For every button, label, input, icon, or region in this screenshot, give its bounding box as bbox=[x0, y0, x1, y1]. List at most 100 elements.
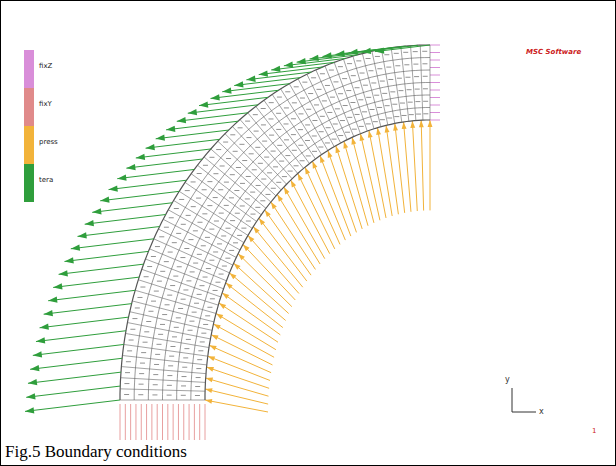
mesh-marker bbox=[197, 173, 202, 174]
mesh-marker bbox=[375, 56, 380, 57]
fix-y-line bbox=[189, 404, 190, 440]
fix-y-line bbox=[194, 404, 195, 440]
mesh-marker bbox=[333, 123, 338, 124]
pressure-arrow-head bbox=[277, 194, 283, 201]
mesh-marker bbox=[306, 155, 311, 156]
mesh-marker bbox=[202, 189, 207, 190]
mesh-marker bbox=[222, 266, 227, 267]
fix-y-line bbox=[125, 404, 126, 440]
mesh-line bbox=[177, 95, 430, 400]
mesh-line bbox=[121, 367, 206, 374]
mesh-line bbox=[289, 84, 328, 151]
mesh-marker bbox=[230, 134, 235, 135]
mesh-marker bbox=[388, 79, 393, 80]
mesh-marker bbox=[230, 174, 235, 175]
mesh-marker bbox=[210, 298, 215, 299]
pressure-arrow-head bbox=[305, 167, 310, 174]
mesh-marker bbox=[236, 167, 241, 168]
traction-arrow-head bbox=[92, 208, 101, 214]
mesh-marker bbox=[242, 160, 247, 161]
mesh-marker bbox=[338, 93, 343, 94]
mesh-marker bbox=[167, 395, 172, 396]
pressure-arrow-head bbox=[206, 378, 213, 383]
pressure-arrow-head bbox=[213, 324, 220, 330]
traction-arrow-head bbox=[33, 351, 42, 357]
pressure-arrow-head bbox=[219, 303, 226, 309]
mesh-marker bbox=[368, 70, 373, 71]
pressure-arrow-head bbox=[253, 227, 259, 234]
mesh-marker bbox=[132, 318, 137, 319]
fix-y-line bbox=[162, 404, 163, 440]
mesh-marker bbox=[285, 91, 290, 92]
pressure-arrow-head bbox=[230, 273, 237, 279]
mesh-marker bbox=[312, 120, 317, 121]
mesh-marker bbox=[400, 103, 405, 104]
mesh-line bbox=[168, 210, 240, 250]
mesh-line bbox=[134, 58, 430, 401]
traction-arrow-head bbox=[188, 109, 197, 115]
mesh-marker bbox=[246, 176, 251, 177]
mesh-marker bbox=[374, 95, 379, 96]
mesh-marker bbox=[370, 109, 375, 110]
mesh-marker bbox=[170, 346, 175, 347]
pressure-arrow-head bbox=[393, 123, 398, 130]
mesh-marker bbox=[135, 307, 140, 308]
fix-z-line bbox=[430, 75, 440, 76]
mesh-line bbox=[204, 157, 266, 208]
mesh-marker bbox=[181, 299, 186, 300]
mesh-marker bbox=[395, 65, 400, 66]
mesh-marker bbox=[174, 327, 179, 328]
mesh-marker bbox=[129, 340, 134, 341]
mesh-marker bbox=[291, 134, 296, 135]
axis-triad bbox=[512, 388, 536, 412]
traction-arrow-head bbox=[117, 174, 126, 180]
mesh-marker bbox=[167, 385, 172, 386]
mesh-marker bbox=[197, 359, 202, 360]
mesh-marker bbox=[202, 213, 207, 214]
pressure-arrow-head bbox=[410, 121, 415, 128]
mesh-marker bbox=[392, 104, 397, 105]
mesh-marker bbox=[200, 341, 205, 342]
fix-y-line bbox=[141, 404, 142, 440]
mesh-marker bbox=[347, 63, 352, 64]
mesh-marker bbox=[279, 161, 284, 162]
mesh-line bbox=[185, 182, 252, 228]
fix-y-line bbox=[130, 404, 131, 440]
mesh-marker bbox=[196, 377, 201, 378]
fix-z-line bbox=[430, 60, 440, 61]
mesh-marker bbox=[139, 373, 144, 374]
mesh-marker bbox=[359, 126, 364, 127]
mesh-marker bbox=[298, 145, 303, 146]
mesh-marker bbox=[265, 194, 270, 195]
legend-swatch bbox=[24, 88, 34, 126]
mesh-marker bbox=[408, 102, 413, 103]
mesh-marker bbox=[197, 294, 202, 295]
mesh-marker bbox=[221, 235, 226, 236]
mesh-marker bbox=[172, 242, 177, 243]
mesh-marker bbox=[177, 266, 182, 267]
mesh-marker bbox=[325, 85, 330, 86]
mesh-marker bbox=[241, 228, 246, 229]
mesh-marker bbox=[403, 52, 408, 53]
mesh-marker bbox=[415, 89, 420, 90]
mesh-line bbox=[372, 51, 388, 125]
mesh-marker bbox=[205, 315, 210, 316]
traction-arrow bbox=[100, 191, 179, 200]
mesh-marker bbox=[366, 58, 371, 59]
traction-arrow bbox=[222, 84, 289, 92]
mesh-marker bbox=[185, 190, 190, 191]
mesh-marker bbox=[276, 129, 281, 130]
mesh-line bbox=[120, 400, 205, 401]
mesh-line bbox=[163, 219, 236, 257]
mesh-marker bbox=[277, 97, 282, 98]
fix-z-line bbox=[430, 105, 440, 106]
pressure-arrow-head bbox=[208, 356, 215, 361]
mesh-marker bbox=[363, 85, 368, 86]
mesh-marker bbox=[191, 206, 196, 207]
mesh-marker bbox=[305, 124, 310, 125]
mesh-line bbox=[120, 389, 205, 391]
mesh-marker bbox=[320, 73, 325, 74]
mesh-marker bbox=[167, 295, 172, 296]
